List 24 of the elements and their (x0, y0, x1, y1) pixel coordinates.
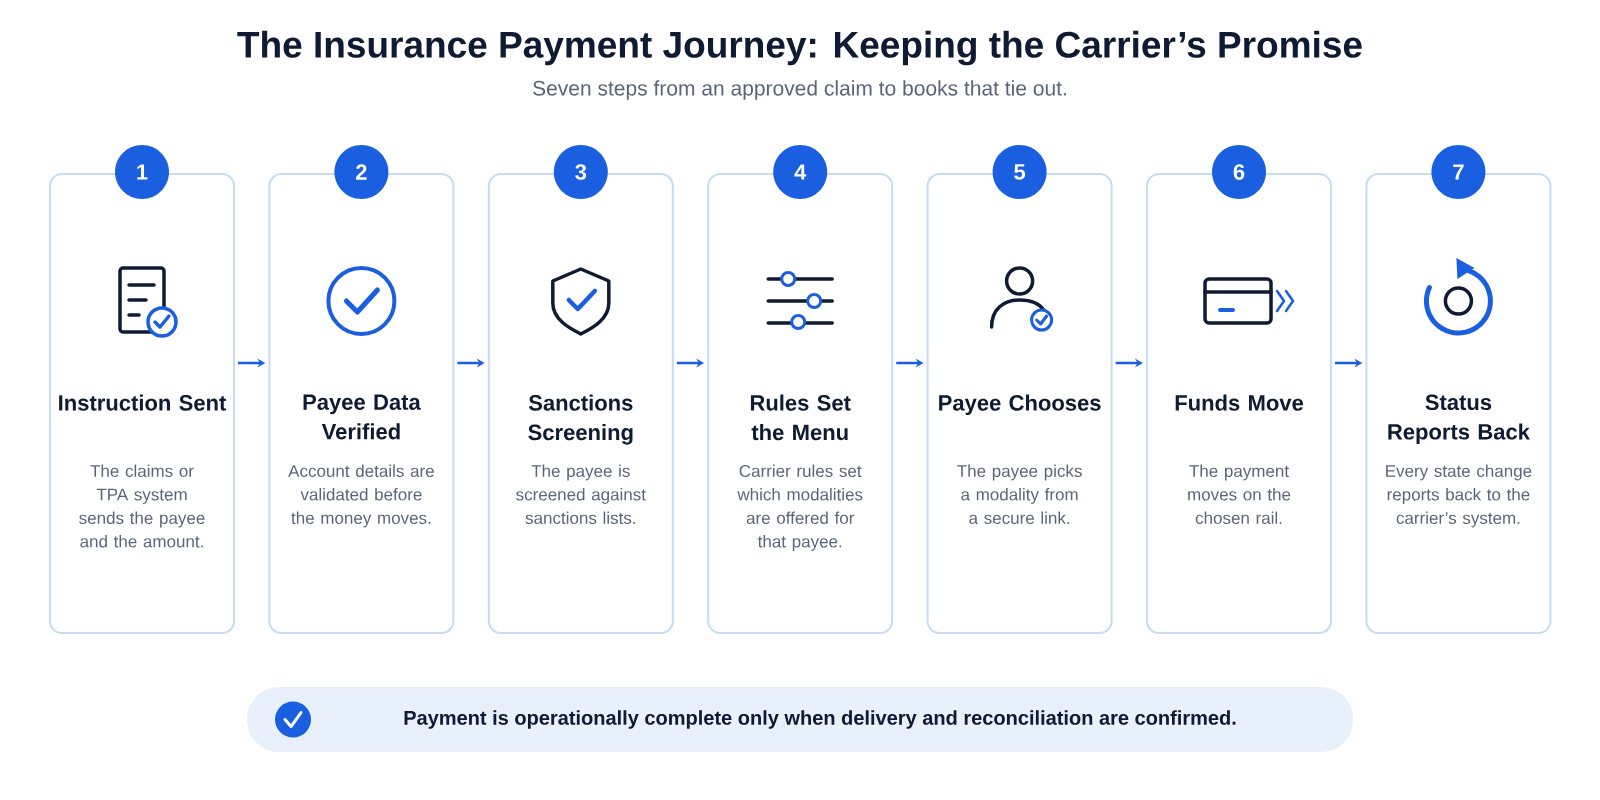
step-description: The payment moves on the chosen rail. (1188, 464, 1291, 525)
number-badge: 5 (992, 145, 1047, 199)
step-title: Status Reports Back (1388, 394, 1530, 444)
step-title: Instruction Sent (59, 394, 227, 411)
note-banner: Payment is operationally complete only when delivery and reconciliation are confirmed. (247, 687, 1353, 752)
step-description: Every state change reports back to the carrier’s system. (1386, 464, 1532, 528)
number-badge: 7 (1431, 145, 1486, 199)
step-title: Payee Chooses (939, 394, 1101, 416)
step-title: Rules Set the Menu (750, 394, 851, 441)
number-badge: 2 (334, 145, 389, 199)
step-description: Carrier rules set which modalities are offered for that payee. (737, 464, 863, 551)
number-badge: 4 (773, 145, 828, 199)
title: The Insurance Payment Journey: Keeping the Carrier’s Promise (237, 30, 1362, 66)
step-title: Sanctions Screening (528, 394, 633, 445)
number-badge: 3 (553, 145, 608, 199)
subtitle: Seven steps from an approved claim to books that tie out. (533, 80, 1066, 100)
step-title: Funds Move (1175, 394, 1304, 411)
step-description: Account details are validated before the money moves. (288, 464, 434, 528)
step-description: The payee is screened against sanctions lists. (516, 464, 646, 525)
step-title: Payee Data Verified (303, 394, 421, 440)
step-description: The claims or TPA system sends the payee and the amount. (79, 464, 205, 548)
number-badge: 1 (115, 145, 169, 199)
step-description: The payee picks a modality from a secure link. (957, 464, 1082, 525)
number-badge: 6 (1212, 145, 1266, 199)
